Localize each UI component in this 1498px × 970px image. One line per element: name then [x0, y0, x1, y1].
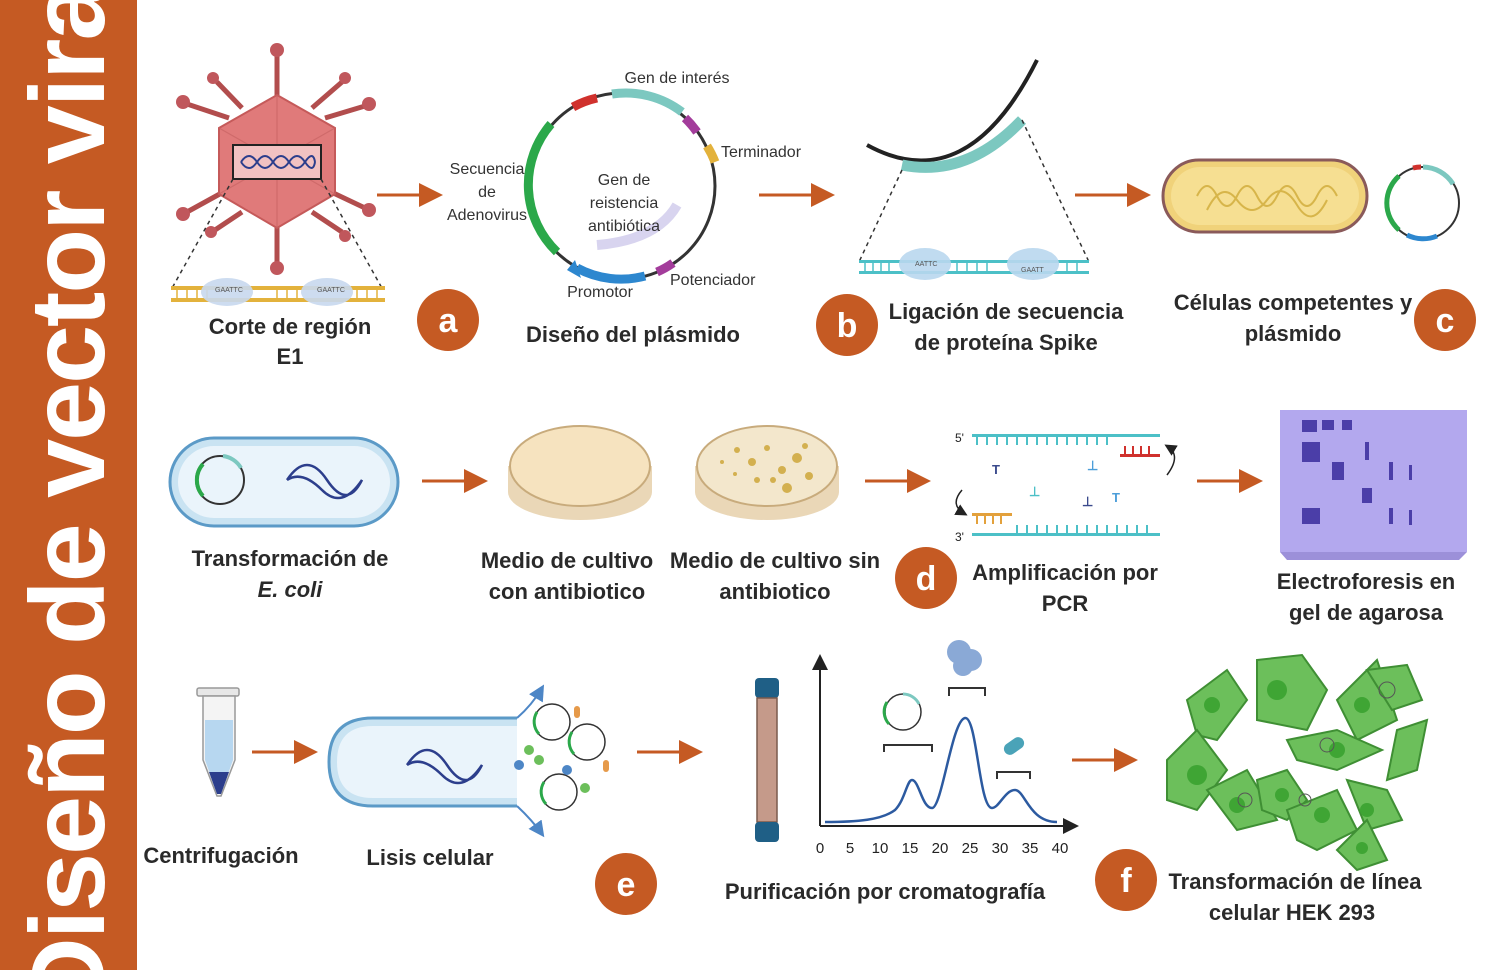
label-medio-con-line1: Medio de cultivo — [481, 548, 653, 573]
x-tick: 10 — [872, 840, 889, 857]
label-amplificacion-line1: Amplificación por — [972, 560, 1158, 585]
label-corte-line2: E1 — [277, 344, 304, 369]
plasmid-map — [523, 88, 720, 284]
dna-seq-1: GAATTC — [215, 287, 243, 294]
label-hek-line1: Transformación de línea — [1168, 869, 1422, 894]
x-tick: 20 — [932, 840, 949, 857]
plasmid-gen-interes: Gen de interés — [625, 70, 730, 87]
label-ligacion-line2: de proteína Spike — [914, 330, 1097, 355]
plasmid-resistencia-line3: antibiótica — [588, 218, 660, 235]
petri-dish-without-antibiotic — [695, 425, 839, 520]
badge-d — [895, 547, 957, 609]
x-tick: 25 — [962, 840, 979, 857]
plasmid-potenciador: Potenciador — [670, 272, 756, 289]
label-diseno: Diseño del plásmido — [526, 322, 740, 347]
hek293-cells — [1166, 653, 1429, 872]
chromatogram-x-ticks: 0 5 10 15 20 25 30 35 40 — [816, 840, 1069, 857]
badge-c — [1414, 289, 1476, 351]
label-transformacion-line2: E. coli — [258, 577, 324, 602]
adenovirus-illustration — [170, 43, 384, 291]
chromatogram-trace — [824, 716, 1058, 824]
bracket-peak-3 — [996, 771, 1031, 779]
bacterium-with-plasmid — [1161, 158, 1460, 242]
dna-strand-e1: GAATTC GAATTC — [171, 278, 385, 306]
x-tick: 40 — [1052, 840, 1069, 857]
protein-blob-icon — [947, 640, 982, 676]
x-tick: 35 — [1022, 840, 1039, 857]
label-celulas-line2: plásmido — [1245, 321, 1342, 346]
dna-seq-4: GAATT — [1021, 267, 1045, 274]
dna-seq-3: AATTC — [915, 261, 937, 268]
plasmid-terminador: Terminador — [721, 144, 802, 161]
plasmid-secuencia-line2: de — [478, 184, 496, 201]
pcr-5prime: 5' — [955, 431, 964, 445]
badge-f — [1095, 849, 1157, 911]
ecoli-transformed — [168, 436, 400, 528]
label-amplificacion-line2: PCR — [1042, 591, 1089, 616]
x-tick: 15 — [902, 840, 919, 857]
pcr-3prime: 3' — [955, 530, 964, 544]
svg-text:T: T — [1112, 490, 1120, 505]
sidebar-banner: Diseño de vector viral — [0, 0, 137, 970]
ligation-illustration: AATTC GAATT — [858, 59, 1090, 280]
chromatogram: 0 5 10 15 20 25 30 35 40 — [812, 640, 1079, 857]
badge-b-letter: b — [837, 307, 858, 345]
label-ligacion-line1: Ligación de secuencia — [889, 299, 1125, 324]
plasmid-promotor: Promotor — [567, 284, 633, 301]
label-electroforesis-line1: Electroforesis en — [1277, 569, 1456, 594]
plasmid-secuencia-line3: Adenovirus — [447, 207, 527, 224]
label-lisis: Lisis celular — [366, 845, 494, 870]
small-protein-icon — [1003, 737, 1025, 755]
label-purificacion: Purificación por cromatografía — [725, 879, 1046, 904]
lysed-cell — [327, 684, 609, 838]
badge-a-letter: a — [439, 302, 459, 340]
petri-dish-with-antibiotic — [508, 425, 652, 520]
label-transformacion-line1: Transformación de — [192, 546, 389, 571]
agarose-gel — [1280, 410, 1467, 560]
badge-f-letter: f — [1120, 862, 1132, 900]
dna-seq-2: GAATTC — [317, 287, 345, 294]
label-hek-line2: celular HEK 293 — [1209, 900, 1375, 925]
svg-text:⊥: ⊥ — [1029, 484, 1040, 499]
process-diagram: GAATTC GAATTC Corte de región E1 a Gen d… — [143, 43, 1476, 925]
svg-text:⊥: ⊥ — [1082, 494, 1093, 509]
svg-text:⊥: ⊥ — [1087, 458, 1098, 473]
label-medio-con-line2: con antibiotico — [489, 579, 645, 604]
label-medio-sin-line1: Medio de cultivo sin — [670, 548, 880, 573]
pcr-illustration: 5' 3' — [954, 431, 1178, 544]
bracket-peak-2 — [948, 687, 986, 696]
badge-b — [816, 294, 878, 356]
plasmid-resistencia-line2: reistencia — [590, 195, 659, 212]
chromatography-column — [755, 678, 779, 842]
badge-a — [417, 289, 479, 351]
label-medio-sin-line2: antibiotico — [719, 579, 830, 604]
bracket-peak-1 — [883, 744, 933, 752]
label-corte-line1: Corte de región — [209, 314, 372, 339]
badge-e-letter: e — [617, 866, 636, 904]
label-celulas-line1: Células competentes y — [1174, 290, 1413, 315]
label-centrifugacion: Centrifugación — [143, 843, 298, 868]
x-tick: 0 — [816, 840, 824, 857]
x-tick: 5 — [846, 840, 854, 857]
badge-d-letter: d — [916, 560, 937, 598]
label-electroforesis-line2: gel de agarosa — [1289, 600, 1444, 625]
centrifuge-tube — [196, 687, 240, 797]
x-tick: 30 — [992, 840, 1009, 857]
plasmid-resistencia-line1: Gen de — [598, 172, 651, 189]
svg-text:T: T — [992, 462, 1000, 477]
badge-e — [595, 853, 657, 915]
badge-c-letter: c — [1436, 302, 1455, 340]
plasmid-secuencia-line1: Secuencia — [450, 161, 525, 178]
sidebar-title: Diseño de vector viral — [9, 0, 127, 970]
